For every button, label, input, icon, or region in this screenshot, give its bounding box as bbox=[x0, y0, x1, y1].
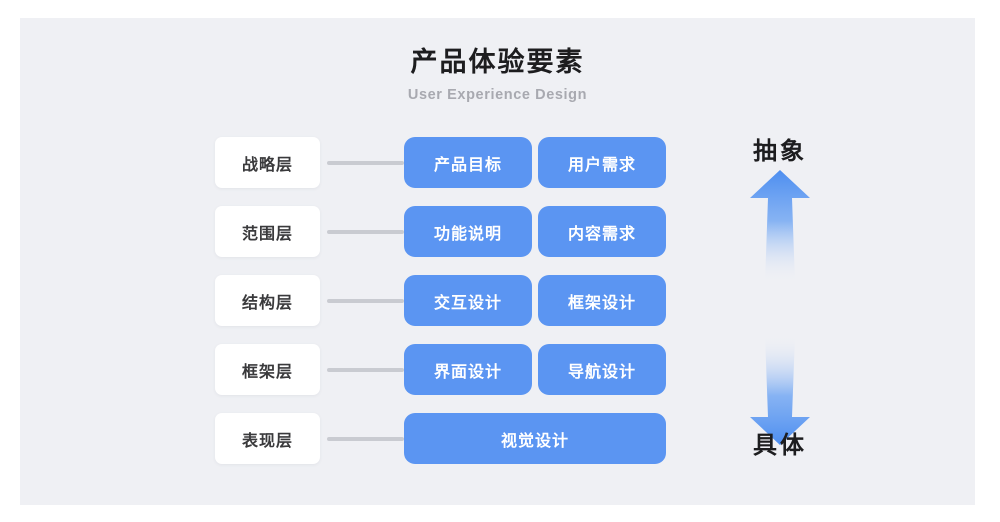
axis-label-concrete: 具体 bbox=[753, 432, 807, 459]
layer-card-skeleton[interactable]: 框架层 bbox=[215, 344, 320, 395]
node-label: 用户需求 bbox=[567, 156, 636, 174]
page-subtitle: User Experience Design bbox=[407, 86, 588, 103]
node-label: 内容需求 bbox=[567, 225, 636, 243]
header: 产品体验要素 User Experience Design bbox=[20, 46, 975, 103]
node-navigation-design[interactable]: 导航设计 bbox=[538, 344, 666, 395]
connector-line bbox=[327, 230, 404, 234]
axis-label-abstract: 抽象 bbox=[753, 138, 807, 165]
layer-card-scope[interactable]: 范围层 bbox=[215, 206, 320, 257]
connector-line bbox=[327, 299, 404, 303]
node-information-architecture[interactable]: 框架设计 bbox=[538, 275, 666, 326]
node-label: 界面设计 bbox=[433, 363, 502, 381]
diagram-row: 框架层 界面设计 导航设计 bbox=[20, 344, 975, 395]
node-interaction-design[interactable]: 交互设计 bbox=[404, 275, 532, 326]
node-label: 视觉设计 bbox=[500, 432, 569, 450]
diagram-row: 结构层 交互设计 框架设计 bbox=[20, 275, 975, 326]
node-functional-spec[interactable]: 功能说明 bbox=[404, 206, 532, 257]
connector-line bbox=[327, 437, 404, 441]
arrow-down-icon bbox=[710, 335, 850, 447]
node-label: 导航设计 bbox=[567, 363, 636, 381]
node-user-needs[interactable]: 用户需求 bbox=[538, 137, 666, 188]
node-label: 交互设计 bbox=[433, 294, 502, 312]
layer-card-label: 战略层 bbox=[241, 156, 293, 174]
node-visual-design[interactable]: 视觉设计 bbox=[404, 413, 666, 464]
connector-line bbox=[327, 368, 404, 372]
page-title: 产品体验要素 bbox=[410, 47, 585, 77]
arrow-up-icon bbox=[710, 168, 850, 283]
abstraction-axis: 抽象 bbox=[710, 113, 850, 473]
layer-card-structure[interactable]: 结构层 bbox=[215, 275, 320, 326]
node-label: 产品目标 bbox=[433, 156, 502, 174]
diagram-row: 范围层 功能说明 内容需求 bbox=[20, 206, 975, 257]
layer-card-strategy[interactable]: 战略层 bbox=[215, 137, 320, 188]
content-area: 产品体验要素 User Experience Design 战略层 产品目标 用… bbox=[20, 18, 975, 505]
layer-card-label: 表现层 bbox=[241, 432, 293, 450]
layer-card-label: 结构层 bbox=[241, 294, 293, 312]
node-interface-design[interactable]: 界面设计 bbox=[404, 344, 532, 395]
layer-card-label: 框架层 bbox=[241, 363, 293, 381]
node-label: 功能说明 bbox=[433, 225, 502, 243]
diagram-row: 战略层 产品目标 用户需求 bbox=[20, 137, 975, 188]
node-product-goal[interactable]: 产品目标 bbox=[404, 137, 532, 188]
node-content-requirements[interactable]: 内容需求 bbox=[538, 206, 666, 257]
diagram-row: 表现层 视觉设计 bbox=[20, 413, 975, 464]
node-label: 框架设计 bbox=[567, 294, 636, 312]
layer-card-label: 范围层 bbox=[241, 225, 293, 243]
layer-card-surface[interactable]: 表现层 bbox=[215, 413, 320, 464]
connector-line bbox=[327, 161, 404, 165]
